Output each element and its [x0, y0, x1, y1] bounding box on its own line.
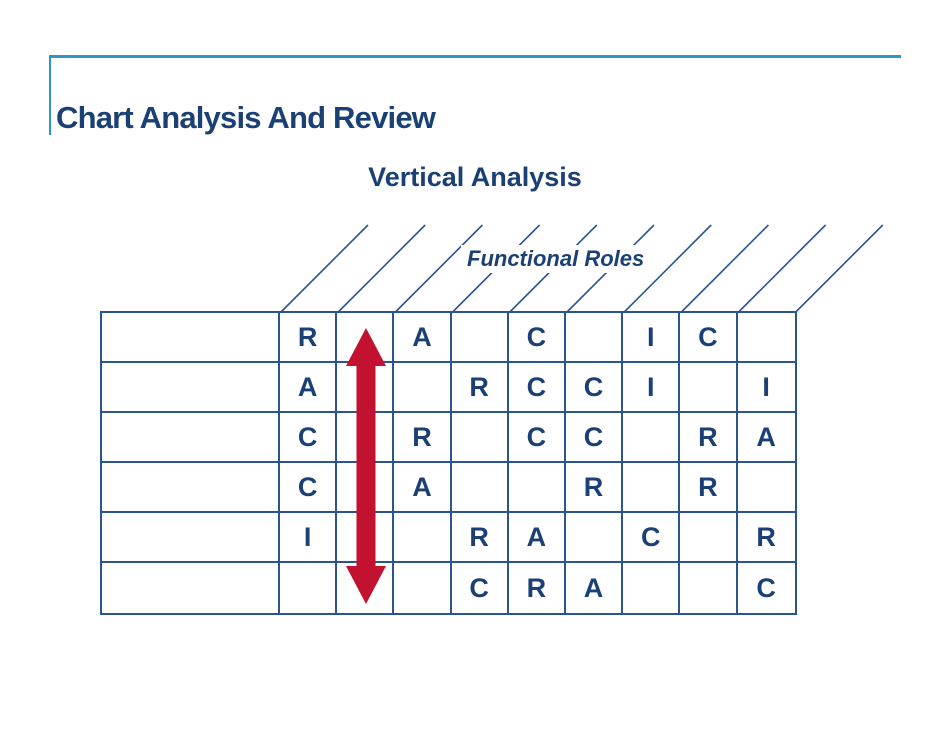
matrix-cell: A — [394, 463, 452, 513]
matrix-cell — [337, 313, 395, 363]
matrix-cell — [565, 513, 624, 563]
matrix-cell: C — [452, 563, 509, 613]
top-accent-line — [49, 55, 901, 58]
matrix-cell — [737, 463, 795, 513]
matrix-cell: R — [280, 313, 338, 363]
matrix-cell: R — [680, 463, 738, 513]
matrix-cell: I — [623, 313, 681, 363]
functional-roles-label: Functional Roles — [461, 245, 651, 273]
matrix-cell — [680, 513, 738, 563]
matrix-cell: C — [756, 572, 776, 603]
matrix-cell: C — [508, 363, 566, 413]
matrix-cell — [623, 413, 681, 463]
matrix-cell: R — [680, 413, 738, 463]
matrix-cell — [737, 313, 795, 363]
matrix-cell — [451, 413, 509, 463]
matrix-cell: R — [394, 413, 452, 463]
matrix-cell: A — [737, 413, 795, 463]
matrix-cell: C — [565, 363, 624, 413]
matrix-cell: A — [566, 563, 624, 613]
matrix-cell — [508, 463, 566, 513]
matrix-cell — [280, 563, 338, 613]
matrix-cell: C — [508, 413, 566, 463]
matrix-cell: I — [737, 363, 795, 413]
matrix-cell: R — [737, 513, 795, 563]
matrix-cell — [623, 563, 681, 613]
matrix-cell — [394, 563, 452, 613]
matrix-cell: C — [508, 313, 566, 363]
matrix-cell — [394, 513, 452, 563]
matrix-cell — [337, 363, 395, 413]
row-label-cell — [102, 513, 280, 563]
row-label-cell — [102, 563, 280, 613]
matrix-cell — [680, 563, 738, 613]
matrix-cell — [680, 363, 738, 413]
matrix-cell: R — [451, 363, 509, 413]
matrix-cell: I — [623, 363, 681, 413]
matrix-cell — [623, 463, 681, 513]
matrix-cell: I — [280, 513, 338, 563]
matrix-cell: R — [565, 463, 624, 513]
matrix-cell — [337, 413, 395, 463]
matrix-cell: R — [509, 563, 566, 613]
matrix-cell — [565, 313, 624, 363]
row-label-cell — [102, 413, 280, 463]
matrix-cell: C — [280, 463, 338, 513]
matrix-cell: A — [280, 363, 338, 413]
matrix-cell — [394, 363, 452, 413]
matrix-cell — [337, 463, 395, 513]
matrix-cell: C — [623, 513, 681, 563]
row-label-cell — [102, 463, 280, 513]
matrix-cell: C — [680, 313, 738, 363]
matrix-cell — [337, 513, 395, 563]
matrix-cell: R — [451, 513, 509, 563]
slide-subtitle: Vertical Analysis — [368, 162, 582, 192]
matrix-cell: C — [280, 413, 338, 463]
left-accent-line — [49, 55, 51, 135]
matrix-cell: C — [565, 413, 624, 463]
slide-title: Chart Analysis And Review — [56, 100, 436, 135]
row-label-cell — [102, 313, 280, 363]
row-label-cell — [102, 363, 280, 413]
matrix-cell: A — [508, 513, 566, 563]
matrix-cell — [337, 563, 395, 613]
matrix-cell — [451, 313, 509, 363]
matrix-cell: A — [394, 313, 452, 363]
matrix-cell — [451, 463, 509, 513]
